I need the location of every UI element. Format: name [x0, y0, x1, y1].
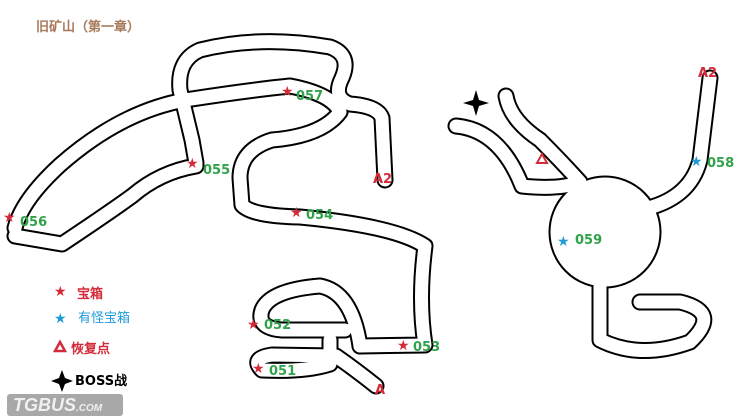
marker-label: 051: [269, 364, 297, 379]
marker-label: 052: [264, 318, 292, 333]
chest-star-icon: ★: [186, 156, 199, 172]
legend-boss-icon: [51, 370, 73, 392]
corridor-interior: [8, 35, 717, 393]
legend-boss-label: BOSS战: [75, 374, 128, 389]
map-title: 旧矿山（第一章）: [36, 20, 141, 35]
marker-label: 054: [306, 208, 334, 223]
monster-chest-star-icon: ★: [690, 154, 703, 170]
chest-star-icon: ★: [397, 338, 410, 354]
legend-restore-label: 恢复点: [71, 342, 111, 357]
boss-marker-icon: [463, 90, 489, 116]
marker-label: 057: [296, 89, 324, 104]
chest-star-icon: ★: [252, 361, 265, 377]
exit-label: A: [375, 383, 386, 398]
chest-star-icon: ★: [281, 84, 294, 100]
legend-restore-icon: [52, 339, 68, 353]
chest-star-icon: ★: [3, 210, 16, 226]
legend-monster-chest-label: 有怪宝箱: [78, 311, 131, 326]
monster-chest-star-icon: ★: [557, 234, 570, 250]
restore-point-icon: [535, 151, 549, 164]
watermark-domain: .COM: [76, 403, 103, 414]
legend-monster-chest-icon: ★: [54, 311, 67, 327]
chest-star-icon: ★: [247, 317, 260, 333]
exit-label: A2: [373, 172, 393, 187]
marker-label: 053: [413, 340, 441, 355]
marker-label: 058: [707, 156, 735, 171]
watermark-brand: TGBUS: [13, 395, 76, 415]
marker-label: 059: [575, 233, 603, 248]
tgbus-watermark: TGBUS.COM: [7, 394, 123, 416]
marker-label: 055: [203, 163, 231, 178]
legend-chest-icon: ★: [54, 284, 67, 300]
chest-star-icon: ★: [290, 205, 303, 221]
legend-chest-label: 宝箱: [77, 287, 104, 302]
exit-label: A2: [698, 66, 718, 81]
marker-label: 056: [20, 215, 48, 230]
